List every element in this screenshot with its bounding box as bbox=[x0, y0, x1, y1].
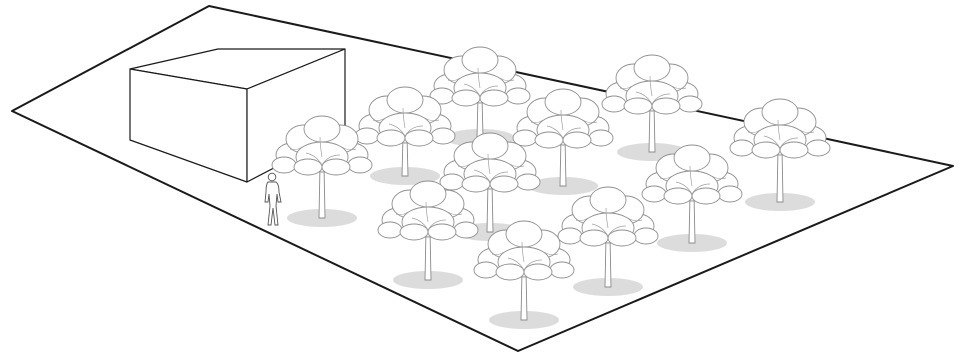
tree bbox=[730, 99, 830, 211]
tree-trunk bbox=[319, 165, 325, 218]
tree-crown bbox=[602, 55, 702, 114]
tree-grove bbox=[272, 47, 830, 329]
person-figure bbox=[265, 173, 281, 225]
tree-trunk bbox=[521, 270, 527, 320]
tree-trunk bbox=[777, 148, 783, 202]
tree bbox=[558, 187, 658, 296]
tree-crown bbox=[378, 181, 478, 240]
tree-trunk bbox=[605, 236, 611, 287]
tree-crown bbox=[730, 99, 830, 158]
tree-trunk bbox=[425, 230, 431, 280]
tree-trunk bbox=[487, 182, 493, 232]
tree bbox=[378, 181, 478, 289]
building-front-face bbox=[130, 69, 247, 182]
